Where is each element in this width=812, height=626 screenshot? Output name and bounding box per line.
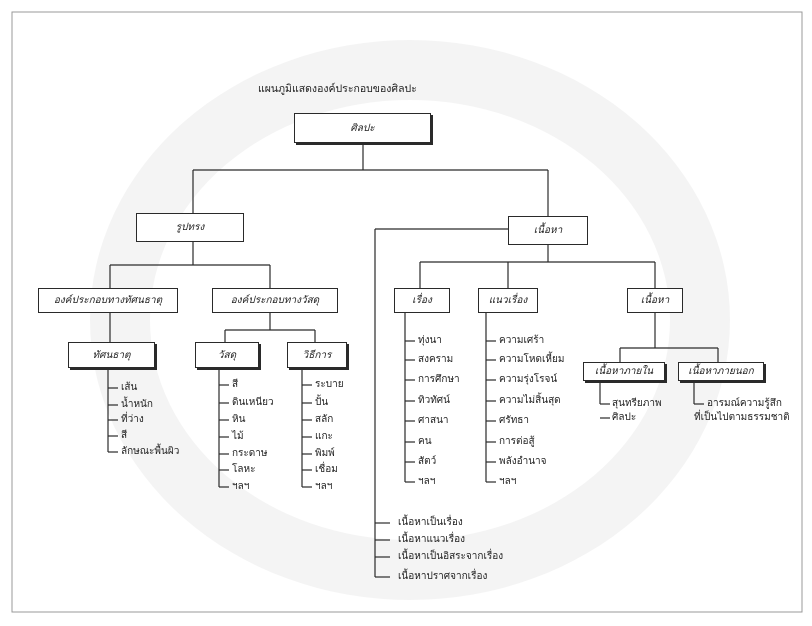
technique-item: เชื่อม (315, 464, 338, 475)
node-material-composition: องค์ประกอบทางวัสดุ (212, 288, 338, 313)
story-item: ฯลฯ (418, 476, 436, 487)
story-item: ทุ่งนา (418, 335, 442, 346)
technique-item: แกะ (315, 431, 333, 442)
theme-item: ความรุ่งโรจน์ (499, 374, 558, 385)
material-item: สี (232, 379, 239, 390)
visual-item: สี (121, 430, 128, 441)
technique-item: สลัก (315, 414, 334, 425)
node-inner-content: เนื้อหาภายใน (583, 362, 665, 381)
material-item: ฯลฯ (232, 481, 250, 492)
node-story: เรื่อง (394, 288, 450, 313)
theme-item: การต่อสู้ (499, 436, 535, 447)
material-item: หิน (232, 414, 246, 425)
material-item: โลหะ (232, 464, 256, 475)
visual-item: น้ำหนัก (121, 399, 153, 410)
theme-item: ฯลฯ (499, 476, 517, 487)
outer-content-item: อารมณ์ความรู้สึก (707, 398, 782, 409)
node-art: ศิลปะ (294, 113, 431, 143)
story-item: สัตว์ (418, 456, 437, 467)
content-relation-item: เนื้อหาปราศจากเรื่อง (398, 571, 488, 582)
node-material: วัสดุ (195, 342, 259, 368)
theme-item: ความไม่สิ้นสุด (499, 395, 561, 406)
visual-item: ลักษณะพื้นผิว (121, 446, 180, 457)
node-theme: แนวเรื่อง (478, 288, 538, 313)
theme-item: ความเศร้า (499, 335, 545, 346)
material-item: ไม้ (232, 431, 244, 442)
inner-content-item: ศิลปะ (612, 412, 637, 423)
technique-item: ฯลฯ (315, 481, 333, 492)
story-item: ทิวทัศน์ (418, 395, 450, 406)
node-meaning: เนื้อหา (627, 288, 683, 313)
story-item: สงคราม (418, 354, 454, 365)
theme-item: ความโหดเหี้ยม (499, 354, 565, 365)
theme-item: พลังอำนาจ (499, 456, 547, 467)
node-visual-composition: องค์ประกอบทางทัศนธาตุ (38, 288, 178, 313)
node-outer-content: เนื้อหาภายนอก (678, 362, 764, 381)
inner-content-item: สุนทรียภาพ (612, 398, 662, 409)
content-relation-item: เนื้อหาแนวเรื่อง (398, 534, 466, 545)
material-item: ดินเหนียว (232, 397, 274, 408)
visual-item: เส้น (121, 382, 138, 393)
content-relation-item: เนื้อหาเป็นอิสระจากเรื่อง (398, 551, 504, 562)
theme-item: ศรัทธา (499, 415, 530, 426)
story-item: ศาสนา (418, 415, 449, 426)
visual-item: ที่ว่าง (121, 414, 144, 425)
content-relation-item: เนื้อหาเป็นเรื่อง (398, 517, 463, 528)
node-visual-elements: ทัศนธาตุ (68, 342, 155, 368)
node-technique: วิธีการ (287, 342, 347, 368)
technique-item: ปั้น (315, 397, 329, 408)
story-item: การศึกษา (418, 374, 460, 385)
technique-item: พิมพ์ (315, 448, 335, 459)
material-item: กระดาษ (232, 448, 268, 459)
story-item: คน (418, 436, 432, 447)
technique-item: ระบาย (315, 379, 344, 390)
diagram-title: แผนภูมิแสดงองค์ประกอบของศิลปะ (258, 83, 417, 95)
outer-content-item: ที่เป็นไปตามธรรมชาติ (694, 412, 790, 423)
node-form: รูปทรง (136, 213, 244, 242)
node-content: เนื้อหา (508, 216, 588, 245)
